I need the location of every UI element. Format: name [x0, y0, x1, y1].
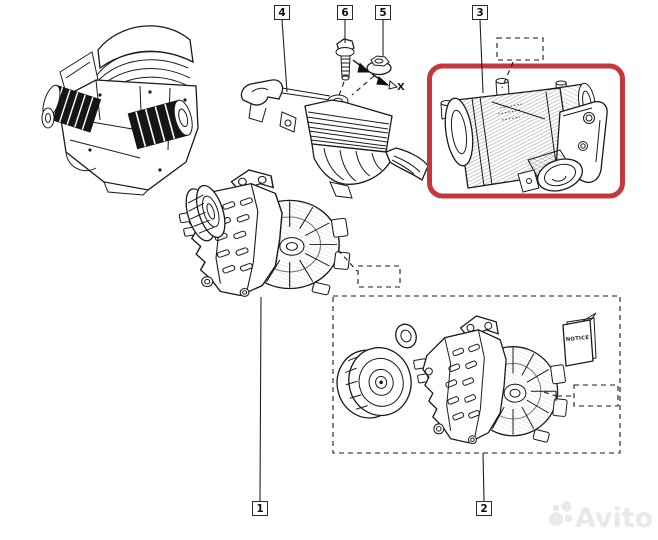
highlight-box-part3: [427, 63, 625, 199]
dashed-placeholder-box-top: [496, 37, 544, 61]
notice-booklet: NOTICE: [562, 312, 597, 367]
engine-mounted-alternator: [127, 99, 193, 150]
callout-6: 6: [337, 5, 353, 20]
dashed-placeholder-box-mid: [357, 265, 401, 288]
callout-4: 4: [274, 5, 290, 20]
engine-bolt-dots: [88, 90, 187, 172]
kit-box-part2: NOTICE: [332, 295, 621, 454]
callout-1: 1: [252, 501, 268, 516]
dashed-kit-outline: [332, 295, 621, 454]
discard-mark: X: [388, 80, 405, 93]
avito-logo-circle: [549, 512, 563, 526]
leader-line-part4: [281, 19, 288, 93]
leader-line-part1: [259, 296, 262, 502]
alternator-drawing-part2: [412, 315, 568, 445]
discard-mark-label: X: [397, 82, 405, 93]
callout-3: 3: [472, 5, 488, 20]
alternator-drawing-part1: [178, 169, 351, 298]
leader-line-part2: [482, 452, 485, 502]
avito-logo-circle: [564, 514, 573, 523]
dashed-leader-starter: [501, 61, 514, 89]
bracket-drawing-part4: [240, 79, 429, 199]
nut-drawing-part5: [351, 55, 392, 96]
avito-logo-circle: [561, 501, 572, 512]
engine-assembly-drawing: [41, 25, 199, 196]
leader-line-part3: [479, 19, 484, 94]
notice-label: NOTICE: [566, 335, 590, 343]
avito-logo-circle: [552, 504, 560, 512]
washer-ring: [395, 323, 417, 349]
callout-5: 5: [375, 5, 391, 20]
avito-watermark-text: Avito: [575, 503, 653, 534]
dashed-placeholder-box-kit: [573, 384, 619, 407]
bolt-drawing-part6: [335, 38, 355, 99]
alternator1-pulley: [185, 184, 226, 242]
spare-pulley: [336, 347, 412, 419]
direction-arrows: [352, 59, 390, 86]
callout-2: 2: [476, 501, 492, 516]
starter-drawing-part3: [440, 78, 608, 193]
avito-watermark: Avito: [549, 501, 653, 534]
dashed-leader-alt1: [337, 249, 358, 272]
